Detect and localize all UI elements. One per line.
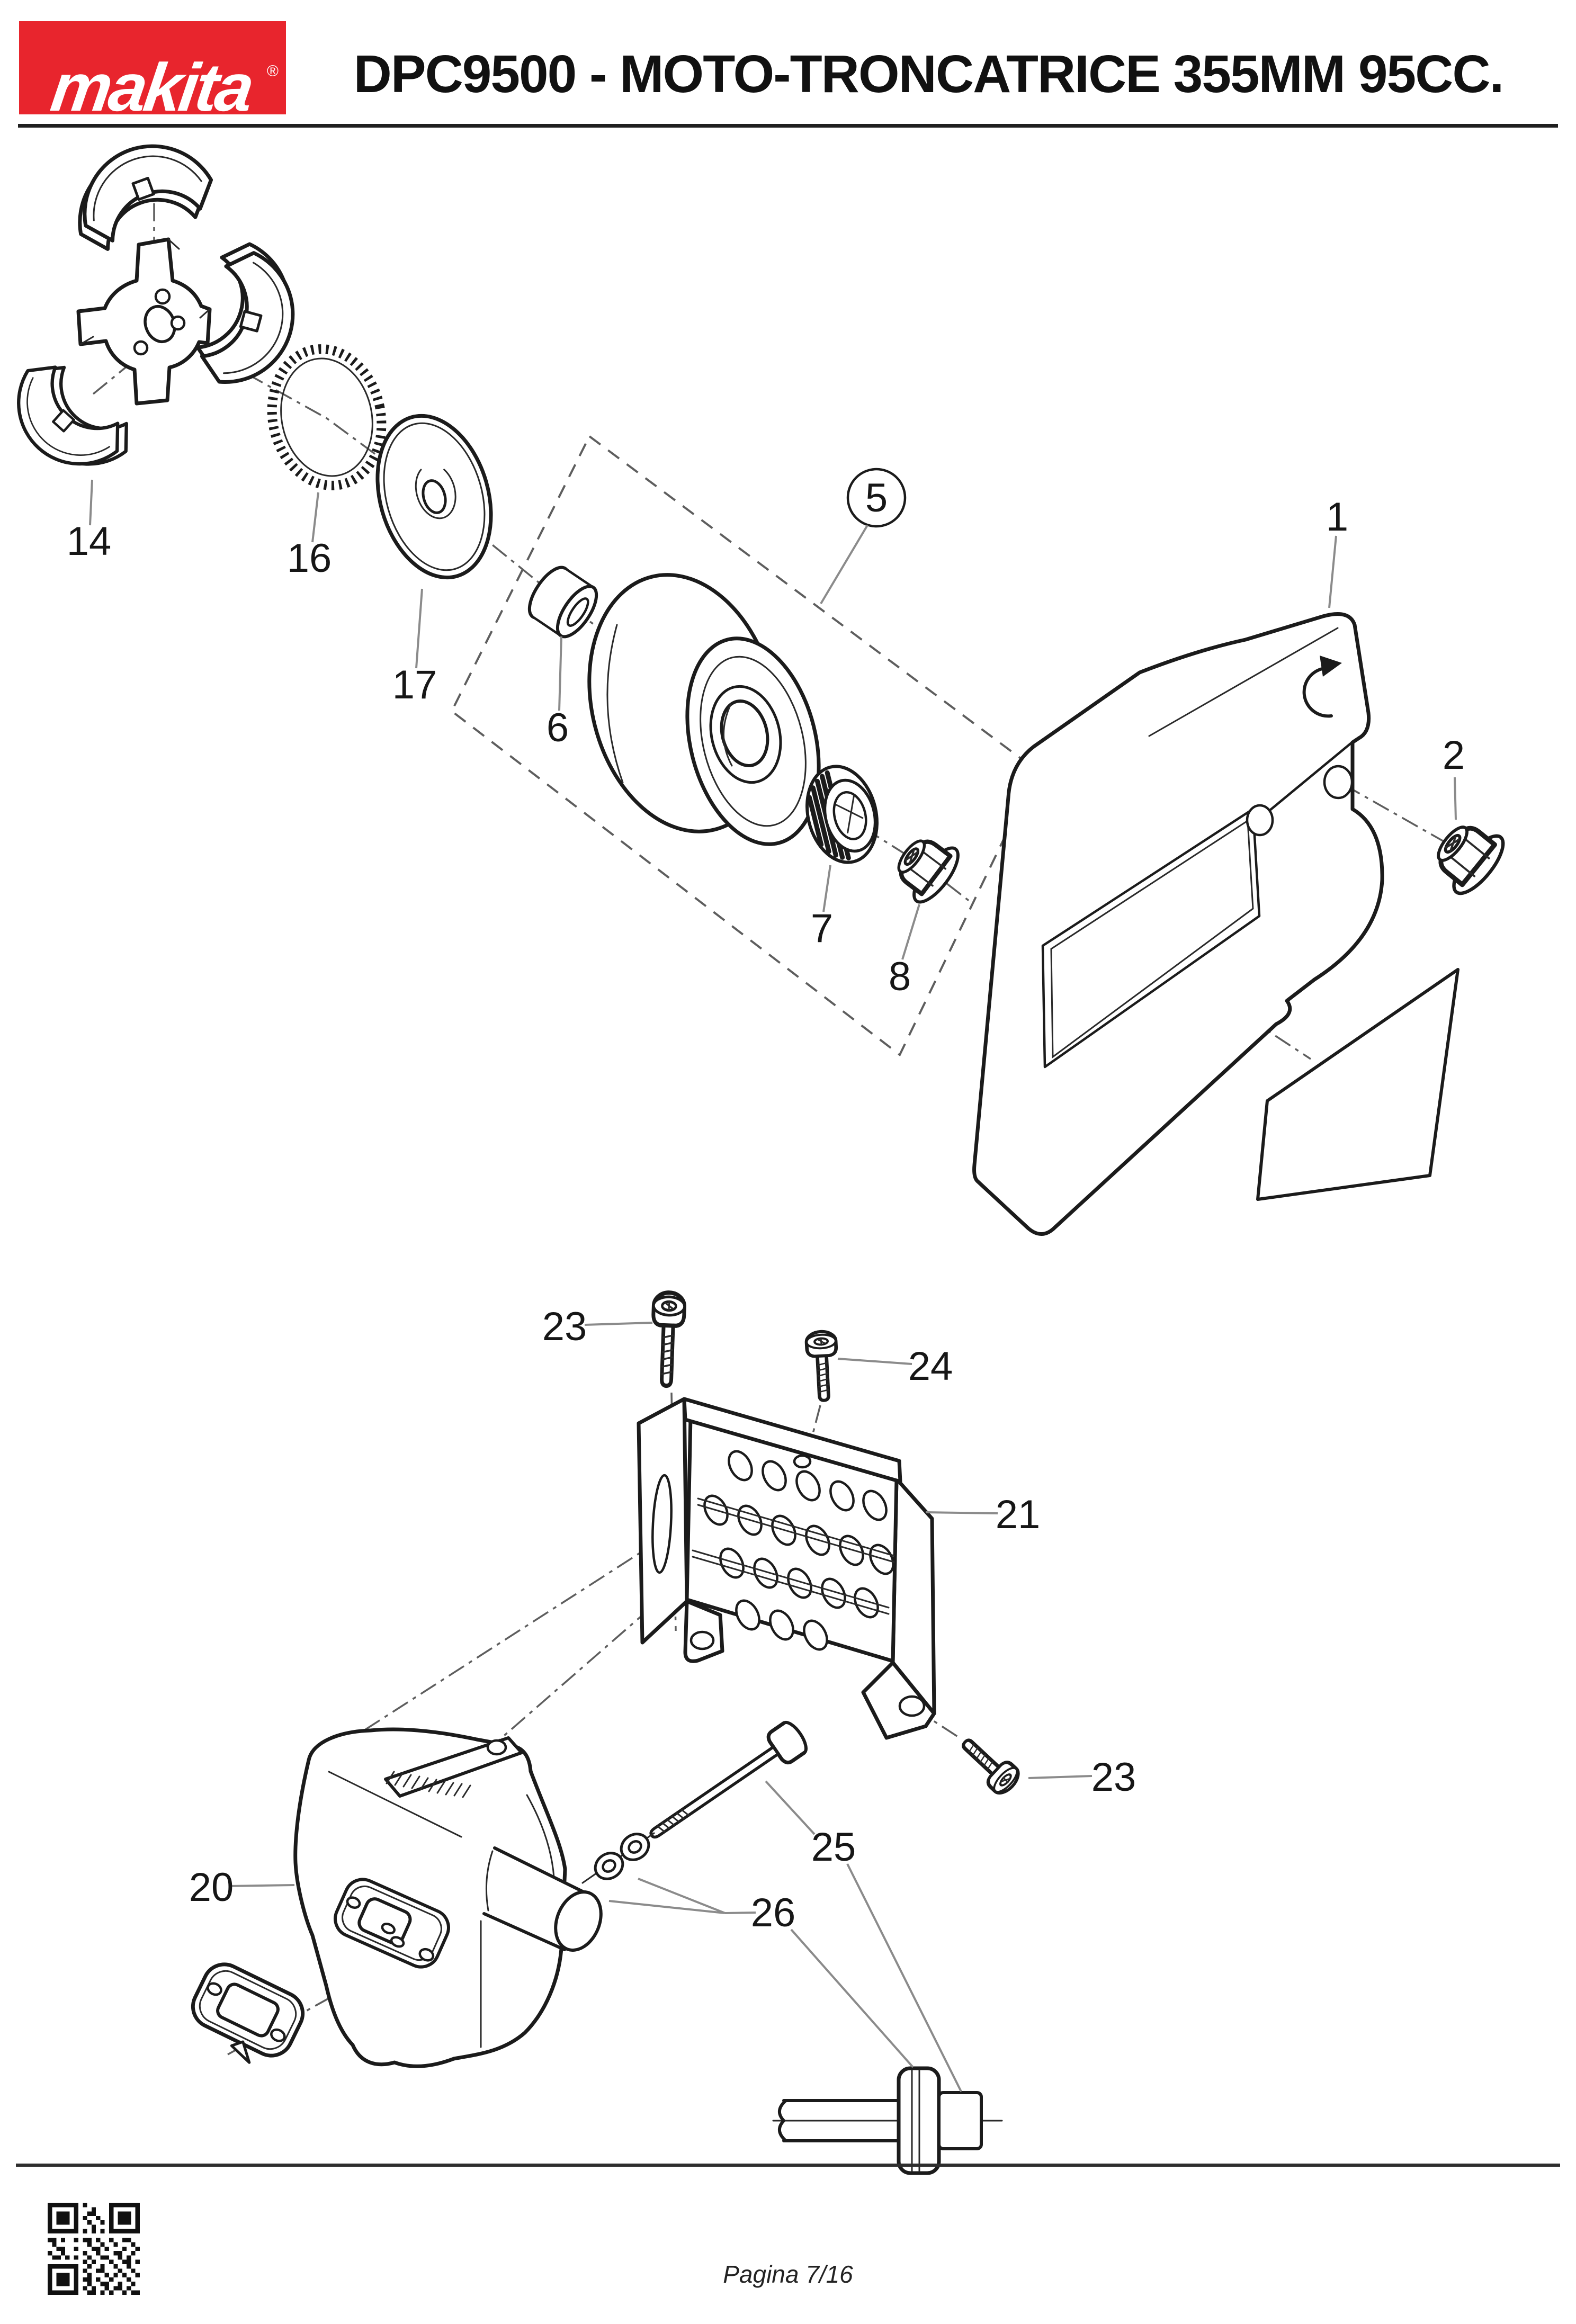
clutch-hub xyxy=(76,237,212,406)
callout-8: 8 xyxy=(889,954,911,999)
exhaust-gasket xyxy=(191,1962,305,2064)
callout-23-top: 23 xyxy=(542,1304,587,1349)
callout-26: 26 xyxy=(751,1890,796,1935)
muffler-bracket xyxy=(384,1736,523,1798)
qr-code xyxy=(48,2203,140,2295)
callout-24: 24 xyxy=(908,1344,953,1389)
muffler xyxy=(293,1727,603,2068)
makita-logo: makita ® xyxy=(19,21,286,114)
callout-17: 17 xyxy=(392,662,437,707)
callouts-bottom: 23 24 21 23 20 25 26 xyxy=(189,1304,1136,2092)
clutch-spring-ring xyxy=(267,344,387,490)
bushing xyxy=(527,566,598,639)
rotation-arrow-icon xyxy=(1302,656,1342,718)
callout-7: 7 xyxy=(811,906,833,951)
muffler-guard xyxy=(637,1397,936,1740)
header-divider xyxy=(18,124,1558,128)
guard-screw-top xyxy=(651,1292,685,1386)
crankshaft-stub xyxy=(772,2066,1003,2175)
callout-21: 21 xyxy=(996,1492,1041,1537)
callout-6: 6 xyxy=(547,705,569,750)
drum-flange-nut xyxy=(886,826,965,909)
registered-trademark-icon: ® xyxy=(266,62,279,80)
callout-14: 14 xyxy=(67,519,112,564)
muffler-exhaust-flange xyxy=(334,1878,450,1969)
guard-grooves xyxy=(692,1497,895,1615)
clutch-cover xyxy=(972,612,1384,1236)
clutch-shoe-top xyxy=(60,128,221,256)
muffler-vent-texture xyxy=(386,1771,471,1798)
washer-plate xyxy=(375,414,493,580)
callout-5: 5 xyxy=(865,475,888,521)
guard-plate xyxy=(1256,968,1459,1201)
needle-bearing xyxy=(805,765,879,864)
callout-2: 2 xyxy=(1443,733,1465,778)
callouts-top: 14 16 17 6 5 7 8 1 2 xyxy=(67,475,1465,999)
guard-screw-side xyxy=(954,1731,1023,1798)
clutch-drum xyxy=(587,573,821,846)
page-title: DPC9500 - MOTO-TRONCATRICE 355MM 95CC. xyxy=(353,44,1505,104)
callout-23-side: 23 xyxy=(1091,1755,1136,1800)
muffler-outlet-pipe xyxy=(482,1846,603,1952)
callout-25: 25 xyxy=(811,1825,856,1870)
clutch-shoe-set xyxy=(0,128,310,493)
callout-20: 20 xyxy=(189,1865,234,1910)
callout-1: 1 xyxy=(1326,495,1348,540)
footer-page-number: Pagina 7/16 xyxy=(723,2260,853,2288)
muffler-bolt xyxy=(649,1720,808,1839)
footer-divider xyxy=(16,2164,1560,2167)
drum-kit-group-box xyxy=(450,434,1038,1057)
guard-screw-center xyxy=(806,1331,839,1401)
callout-16: 16 xyxy=(287,536,332,581)
cover-flange-nut xyxy=(1424,811,1511,901)
